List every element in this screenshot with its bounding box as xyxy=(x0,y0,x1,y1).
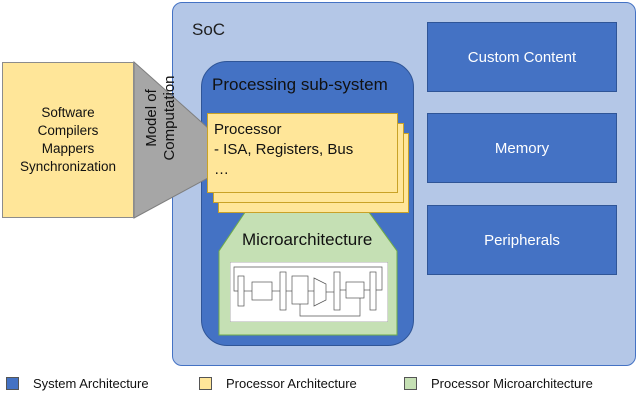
processing-subsystem-label: Processing sub-system xyxy=(212,75,388,94)
legend-system-architecture: System Architecture xyxy=(6,374,149,392)
peripherals-label: Peripherals xyxy=(484,231,560,249)
legend-swatch-green xyxy=(404,376,417,390)
synchronization-line: Synchronization xyxy=(19,159,117,174)
legend-label: Processor Microarchitecture xyxy=(431,375,593,391)
legend-label: Processor Architecture xyxy=(226,375,357,391)
peripherals-block: Peripherals xyxy=(427,205,617,275)
soc-label: SoC xyxy=(192,20,226,39)
compilers-line: Compilers xyxy=(37,123,99,138)
legend-swatch-yellow xyxy=(199,376,212,390)
legend-processor-architecture: Processor Architecture xyxy=(199,374,357,392)
memory-label: Memory xyxy=(494,139,550,157)
processor-title: Processor xyxy=(214,121,282,138)
moc-line-2: Computation xyxy=(161,75,178,161)
legend-label: System Architecture xyxy=(33,375,149,391)
memory-block: Memory xyxy=(427,113,617,183)
processor-detail: - ISA, Registers, Bus xyxy=(214,141,354,158)
mappers-line: Mappers xyxy=(41,141,95,156)
legend-swatch-blue xyxy=(6,376,19,390)
model-of-computation-label: Model of Computation xyxy=(139,66,183,170)
software-line: Software xyxy=(41,105,95,120)
custom-content-label: Custom Content xyxy=(467,48,577,66)
software-box: Software Compilers Mappers Synchronizati… xyxy=(2,62,134,218)
microarchitecture-label: Microarchitecture xyxy=(242,230,373,249)
microarchitecture-schematic xyxy=(230,262,388,322)
custom-content-block: Custom Content xyxy=(427,22,617,92)
processor-card-front xyxy=(207,113,398,193)
processor-text: Processor - ISA, Registers, Bus … xyxy=(214,120,353,180)
legend-processor-microarchitecture: Processor Microarchitecture xyxy=(404,374,593,392)
moc-line-1: Model of xyxy=(143,89,160,147)
processor-ellipsis: … xyxy=(214,161,229,178)
